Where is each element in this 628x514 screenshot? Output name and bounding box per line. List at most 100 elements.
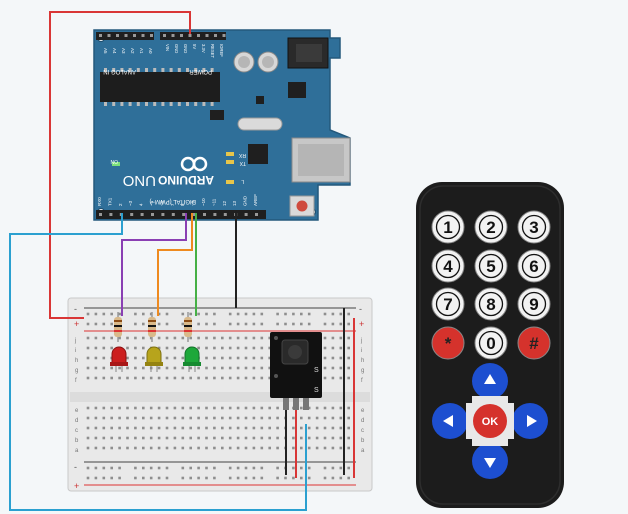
hole	[181, 416, 185, 420]
hole	[134, 346, 137, 350]
hole	[347, 336, 350, 340]
remote-key-label: #	[529, 334, 539, 353]
hole	[236, 466, 240, 470]
hole	[339, 336, 343, 340]
hole	[221, 356, 224, 360]
hole	[197, 406, 200, 410]
remote-key-1[interactable]: 1	[431, 210, 465, 244]
remote-key-label: 9	[529, 295, 538, 314]
hole	[228, 312, 232, 316]
remote-key-label: 3	[529, 218, 538, 237]
hole	[157, 446, 161, 450]
remote-key-label: 1	[443, 218, 452, 237]
hole	[134, 356, 137, 360]
chip-leg	[194, 102, 198, 106]
hole	[94, 312, 98, 316]
hole	[189, 416, 192, 420]
hole	[165, 476, 169, 480]
hole	[197, 446, 200, 450]
row-letter: h	[361, 358, 364, 364]
hole	[126, 426, 129, 430]
digital-pin-label: RX0	[97, 197, 102, 206]
wire-5v-red	[49, 11, 191, 319]
hole	[165, 376, 169, 380]
hole	[205, 322, 208, 326]
hole	[165, 356, 169, 360]
ir-pin-label: S	[314, 367, 319, 374]
hole	[205, 356, 208, 360]
hole	[86, 366, 90, 370]
hole	[315, 426, 319, 430]
hole	[236, 426, 240, 430]
remote-key-star[interactable]: *	[431, 326, 465, 360]
hole	[331, 366, 335, 370]
row-letter: j	[360, 338, 362, 344]
row-letter: a	[75, 448, 79, 454]
remote-key-hash[interactable]: #	[517, 326, 551, 360]
hole	[142, 356, 145, 360]
remote-key-0[interactable]: 0	[474, 326, 508, 360]
remote-dpad: OK	[432, 363, 548, 479]
chip-leg	[145, 68, 148, 72]
hole	[260, 446, 264, 450]
hole	[260, 426, 264, 430]
hole	[331, 376, 335, 380]
hole	[307, 426, 311, 430]
hole	[165, 466, 169, 470]
remote-key-8[interactable]: 8	[474, 287, 508, 321]
hole	[307, 322, 311, 326]
remote-key-6[interactable]: 6	[517, 249, 551, 283]
hole	[94, 416, 98, 420]
hole	[94, 366, 98, 370]
remote-key-5[interactable]: 5	[474, 249, 508, 283]
hole	[157, 366, 161, 370]
rail-minus-label-bottom: -	[74, 462, 77, 472]
ok-button-label: OK	[482, 416, 499, 428]
hole	[268, 436, 271, 440]
resistor	[114, 312, 122, 342]
remote-key-7[interactable]: 7	[431, 287, 465, 321]
remote-key-label: 4	[443, 257, 453, 276]
header-pin	[141, 34, 145, 37]
remote-key-3[interactable]: 3	[517, 210, 551, 244]
hole	[118, 336, 121, 340]
hole	[236, 406, 240, 410]
hole	[165, 426, 169, 430]
hole	[181, 466, 185, 470]
remote-key-2[interactable]: 2	[474, 210, 508, 244]
hole	[142, 346, 145, 350]
hole	[213, 446, 216, 450]
hole	[331, 416, 335, 420]
hole	[331, 446, 335, 450]
hole	[260, 336, 264, 340]
hole	[347, 322, 350, 326]
chip-leg	[177, 102, 181, 106]
remote-key-9[interactable]: 9	[517, 287, 551, 321]
hole	[347, 426, 350, 430]
uno-model-label: UNO	[123, 172, 156, 189]
hole	[205, 336, 208, 340]
hole	[236, 416, 240, 420]
hole	[331, 426, 335, 430]
hole	[189, 366, 192, 370]
right-arrow-icon	[527, 415, 537, 427]
ir-receiver-module: S S	[270, 332, 322, 410]
on-led	[112, 162, 120, 166]
hole	[118, 376, 121, 380]
hole	[165, 436, 169, 440]
hole	[236, 436, 240, 440]
ok-button[interactable]	[473, 404, 507, 438]
header-pin	[151, 213, 154, 216]
hole	[173, 406, 177, 410]
header-pin	[213, 213, 217, 216]
hole	[126, 356, 129, 360]
header-pin	[133, 34, 136, 37]
hole	[276, 322, 279, 326]
hole	[189, 436, 192, 440]
hole	[268, 426, 271, 430]
row-letter: c	[75, 428, 78, 434]
remote-key-4[interactable]: 4	[431, 249, 465, 283]
reset-button-cap[interactable]	[296, 200, 308, 212]
digital-pin-label: ~3	[128, 200, 133, 206]
header-pin	[203, 213, 206, 216]
